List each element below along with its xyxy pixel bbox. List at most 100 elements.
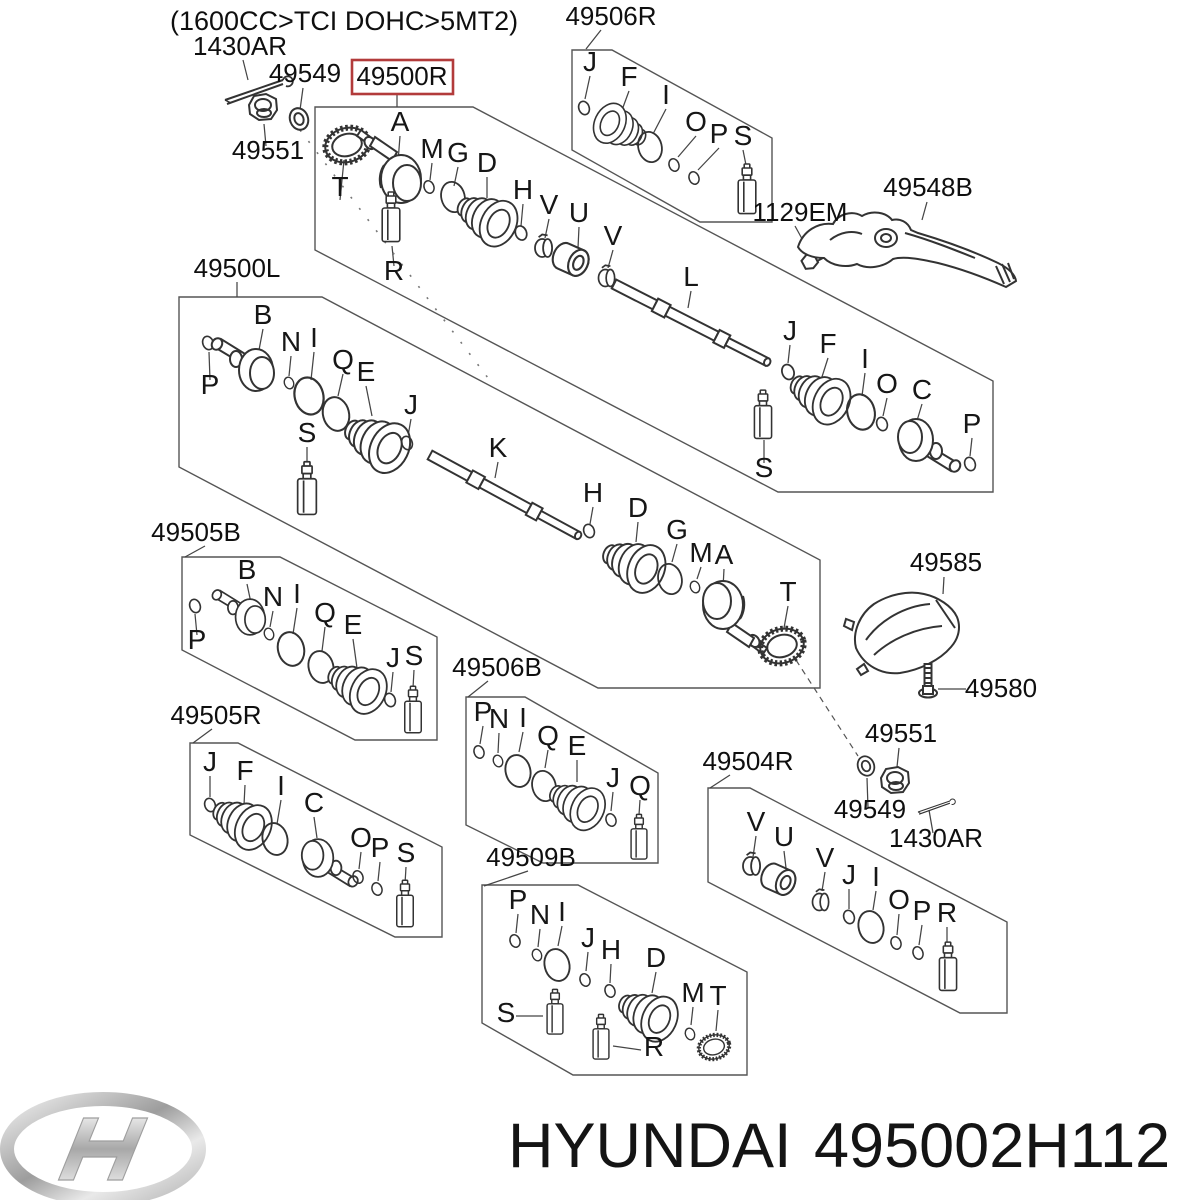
callout-letter-J-74: J — [842, 859, 856, 890]
callout-letter-B-25: B — [254, 299, 273, 330]
part-number-label-49500R-3[interactable]: 49500R — [356, 61, 447, 91]
callout-letter-P-24: P — [201, 369, 220, 400]
washer — [285, 104, 313, 134]
callout-letter-U-8: U — [569, 197, 589, 228]
callout-letter-J-11: J — [783, 315, 797, 346]
snap-ring — [666, 156, 682, 174]
callout-letter-D-4: D — [477, 147, 497, 178]
dynamic-damper — [547, 238, 594, 281]
snap-ring — [840, 908, 858, 926]
callout-letter-I-75: I — [872, 861, 880, 892]
callout-letter-I-42: I — [293, 578, 301, 609]
callout-letter-F-12: F — [819, 328, 836, 359]
part-number-label-49551-15[interactable]: 49551 — [865, 718, 937, 748]
boot-band — [273, 628, 309, 670]
snap-ring — [910, 944, 926, 962]
boot-band — [501, 751, 535, 791]
snap-ring — [261, 626, 277, 642]
callout-letter-J-64: J — [581, 922, 595, 953]
snap-ring — [686, 169, 702, 187]
callout-letter-O-76: O — [888, 884, 910, 915]
highlighted-part-box — [350, 58, 455, 96]
callout-letter-P-61: P — [509, 884, 528, 915]
grease-bottle — [404, 685, 422, 734]
part-number-label-1430AR-17[interactable]: 1430AR — [889, 823, 983, 853]
callout-letter-Q-60: Q — [629, 770, 651, 801]
abs-tone-ring — [696, 1032, 732, 1063]
callout-letter-J-47: J — [203, 746, 217, 777]
callout-letter-I-20: I — [662, 79, 670, 110]
cv-joint-inner — [897, 418, 964, 475]
callout-letter-S-30: S — [298, 417, 317, 448]
callout-letter-N-55: N — [489, 703, 509, 734]
callout-letter-I-49: I — [277, 770, 285, 801]
axle-nut — [248, 93, 278, 121]
callout-letter-R-78: R — [937, 897, 957, 928]
callout-letter-G-3: G — [447, 137, 469, 168]
boot-clamp — [811, 888, 830, 912]
callout-letter-O-51: O — [350, 822, 372, 853]
part-number-label-49549-1[interactable]: 49549 — [269, 58, 341, 88]
diagram-title: (1600CC>TCI DOHC>5MT2) — [170, 6, 518, 36]
part-number-label-49548B-6[interactable]: 49548B — [883, 172, 973, 202]
snap-ring — [281, 375, 297, 391]
snap-ring — [529, 947, 545, 963]
assembly-box-49505B — [181, 556, 438, 741]
snap-ring — [507, 932, 523, 950]
part-number-labels: 1430AR495494955149500R49506R1129EM49548B… — [151, 1, 1037, 872]
part-number-label-49580-14[interactable]: 49580 — [965, 673, 1037, 703]
callout-letter-V-7: V — [540, 189, 559, 220]
part-number: 495002H112 — [814, 1111, 1170, 1181]
part-number-label-1430AR-0[interactable]: 1430AR — [193, 31, 287, 61]
part-number-label-49506R-4[interactable]: 49506R — [565, 1, 656, 31]
hyundai-logo — [0, 1092, 206, 1200]
snap-ring — [490, 753, 506, 769]
callout-letter-G-35: G — [666, 514, 688, 545]
grease-bottle — [396, 879, 414, 928]
part-number-label-49551-2[interactable]: 49551 — [232, 135, 304, 165]
callout-letter-L-10: L — [683, 261, 699, 292]
callout-letter-K-32: K — [489, 432, 508, 463]
snap-ring — [575, 99, 593, 117]
snap-ring — [602, 982, 618, 1000]
shield-bolt — [918, 663, 938, 699]
callout-letter-J-45: J — [386, 642, 400, 673]
snap-ring — [682, 1026, 698, 1042]
callout-letter-I-63: I — [558, 896, 566, 927]
callout-letter-N-62: N — [530, 899, 550, 930]
part-number-label-49506B-10[interactable]: 49506B — [452, 652, 542, 682]
part-number-label-49504R-12[interactable]: 49504R — [702, 746, 793, 776]
callout-letter-F-19: F — [620, 61, 637, 92]
part-number-label-49585-13[interactable]: 49585 — [910, 547, 982, 577]
boot-clamp — [742, 851, 761, 876]
callout-letter-S-53: S — [397, 837, 416, 868]
callout-letter-E-58: E — [568, 730, 587, 761]
callout-letter-J-18: J — [583, 46, 597, 77]
cv-boot — [780, 359, 859, 432]
part-number-label-49505R-9[interactable]: 49505R — [170, 700, 261, 730]
callout-letter-T-38: T — [779, 576, 796, 607]
cv-joint-outer — [702, 580, 768, 655]
callout-letter-O-14: O — [876, 368, 898, 399]
part-number-label-49549-16[interactable]: 49549 — [834, 794, 906, 824]
callout-letter-R-5: R — [384, 255, 404, 286]
callout-letter-S-66: S — [497, 997, 516, 1028]
part-number-label-49509B-11[interactable]: 49509B — [486, 842, 576, 872]
snap-ring — [687, 579, 703, 595]
callout-letter-P-22: P — [710, 118, 729, 149]
part-number-label-49505B-8[interactable]: 49505B — [151, 517, 241, 547]
grease-bottle — [296, 460, 318, 516]
boot-band — [854, 907, 888, 947]
snap-ring — [186, 597, 204, 615]
callout-letter-S-23: S — [734, 120, 753, 151]
part-number-label-49500L-7[interactable]: 49500L — [194, 253, 281, 283]
callout-letter-P-52: P — [371, 832, 390, 863]
callout-letter-P-77: P — [913, 895, 932, 926]
callout-letter-P-16: P — [963, 408, 982, 439]
callout-letter-S-46: S — [405, 640, 424, 671]
brand-name: HYUNDAI — [508, 1111, 792, 1181]
part-number-label-1129EM-5[interactable]: 1129EM — [753, 197, 848, 227]
